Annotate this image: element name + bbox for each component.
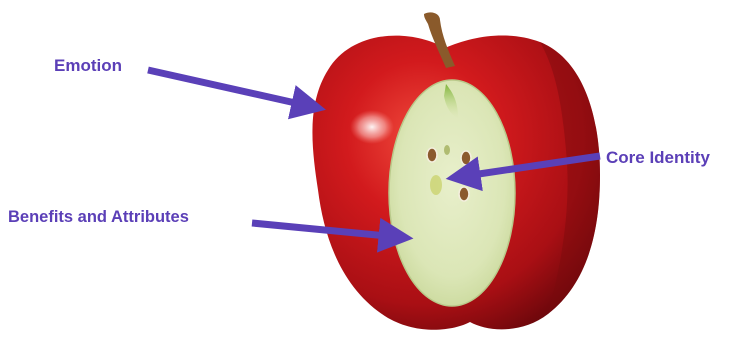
emotion-arrow (148, 70, 300, 104)
core-identity-label: Core Identity (606, 149, 710, 166)
apple-highlight (350, 110, 394, 144)
emotion-label: Emotion (54, 57, 122, 74)
benefits-attributes-label: Benefits and Attributes (8, 209, 189, 226)
core-tint (430, 175, 442, 195)
